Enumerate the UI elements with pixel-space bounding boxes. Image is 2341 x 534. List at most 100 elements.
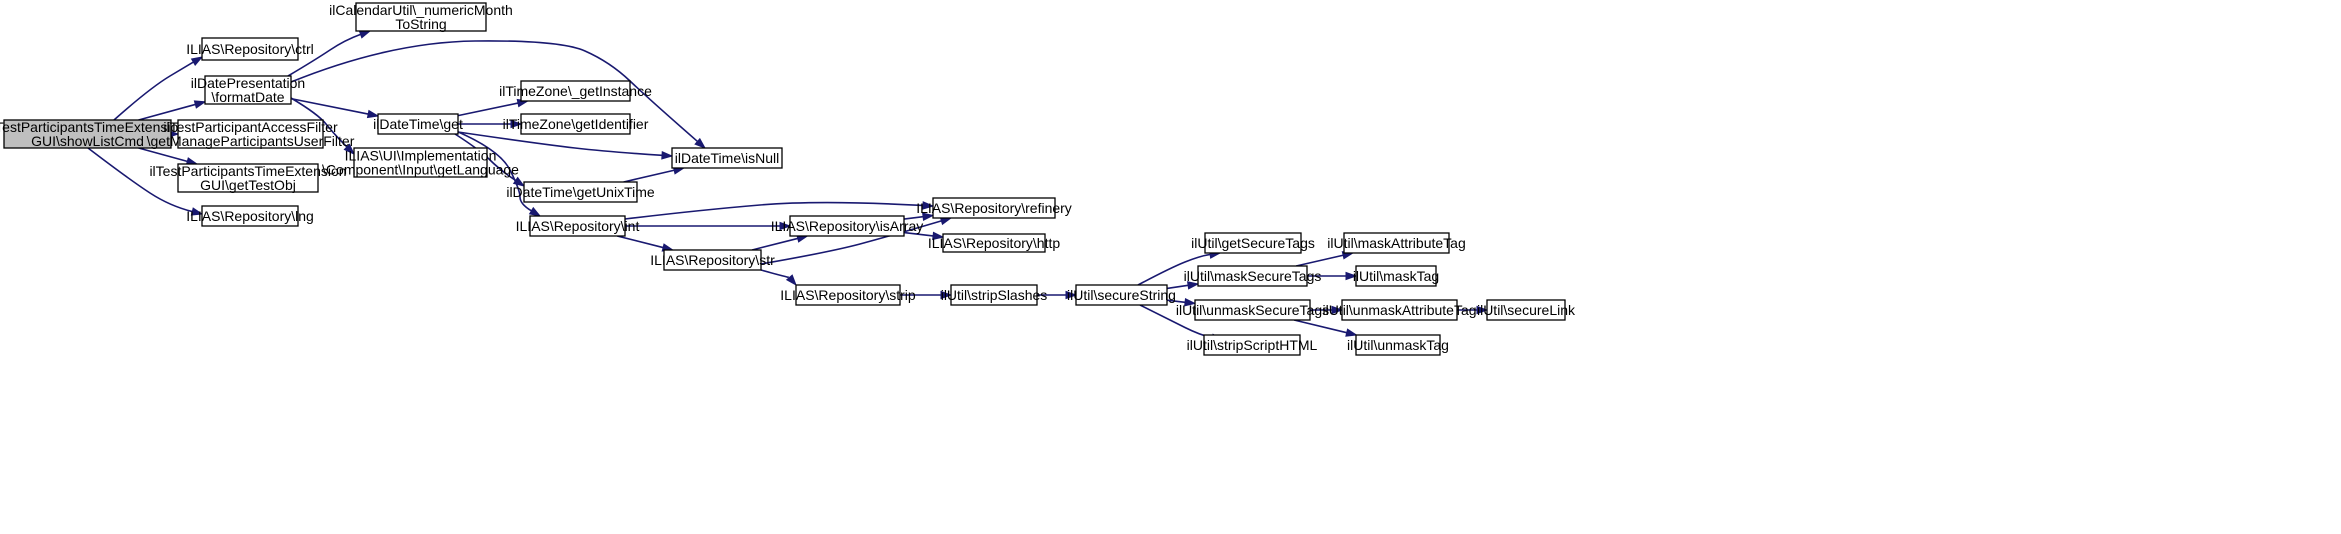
node-root[interactable]: ilTestParticipantsTimeExtensionGUI\showL… — [0, 119, 186, 149]
node-box — [1355, 265, 1437, 287]
node-box — [377, 113, 459, 135]
node-tzIdentifier[interactable]: ilTimeZone\getIdentifier — [503, 113, 649, 135]
node-label: GUI\showListCmd — [31, 133, 144, 149]
node-accessFilter[interactable]: ilTestParticipantAccessFilter\getManageP… — [147, 119, 355, 149]
edge-arrowhead — [1345, 328, 1358, 337]
node-stripScriptHTML[interactable]: ilUtil\stripScriptHTML — [1187, 334, 1318, 356]
node-strip[interactable]: ILIAS\Repository\strip — [780, 284, 916, 306]
edge-formatDate-to-dtGet — [290, 97, 380, 119]
edge-arrowhead — [1065, 290, 1078, 300]
node-label: ilTestParticipantAccessFilter — [163, 119, 338, 135]
edge-maskSecureTags-to-maskTag — [1307, 271, 1358, 281]
node-label: ILIAS\Repository\isArray — [771, 218, 924, 234]
edge-unmaskSecureTags-to-unmaskAttributeTag — [1310, 305, 1344, 315]
node-tzInstance[interactable]: ilTimeZone\_getInstance — [499, 80, 652, 102]
node-label: ilTestParticipantsTimeExtension — [149, 163, 346, 179]
node-getLanguage[interactable]: ILIAS\UI\Implementation\Component\Input\… — [322, 147, 519, 178]
edge-line — [903, 215, 924, 220]
edge-repoStr-to-strip — [760, 269, 797, 287]
node-isArray[interactable]: ILIAS\Repository\isArray — [771, 215, 924, 237]
edge-arrowhead — [193, 100, 207, 109]
edge-maskSecureTags-to-maskAttributeTag — [1295, 251, 1355, 267]
node-ctrl[interactable]: ILIAS\Repository\ctrl — [186, 37, 314, 61]
node-unmaskSecureTags[interactable]: ilUtil\unmaskSecureTags — [1176, 299, 1329, 321]
node-box — [795, 284, 901, 306]
node-box — [204, 75, 292, 105]
node-label: ILIAS\Repository\str — [650, 252, 775, 268]
node-box — [529, 215, 626, 237]
node-label: ILIAS\Repository\http — [928, 235, 1061, 251]
edge-arrowhead — [1345, 271, 1358, 281]
edge-arrowhead — [190, 56, 204, 67]
node-label: ilDateTime\get — [373, 116, 463, 132]
edge-arrowhead — [343, 143, 356, 156]
edge-repoInt-to-repoStr — [617, 235, 675, 252]
edge-line — [760, 220, 942, 265]
node-maskSecureTags[interactable]: ilUtil\maskSecureTags — [1184, 265, 1322, 287]
edge-dtGet-to-tzInstance — [457, 98, 530, 117]
edge-arrowhead — [922, 212, 935, 222]
node-unmaskTag[interactable]: ilUtil\unmaskTag — [1347, 334, 1449, 356]
node-formatDate[interactable]: ilDatePresentation\formatDate — [191, 75, 305, 105]
node-getSecureTags[interactable]: ilUtil\getSecureTags — [1191, 232, 1315, 254]
edge-line — [138, 147, 188, 163]
edge-dtGet-to-tzIdentifier — [458, 119, 523, 129]
node-box — [1194, 299, 1311, 321]
edge-line — [623, 169, 675, 183]
node-label: ilUtil\unmaskAttributeTag — [1322, 302, 1476, 318]
node-unixTime[interactable]: ilDateTime\getUnixTime — [506, 181, 655, 203]
node-refinery[interactable]: ILIAS\Repository\refinery — [916, 197, 1072, 219]
node-repoInt[interactable]: ILIAS\Repository\int — [516, 215, 640, 237]
node-box — [177, 119, 324, 149]
node-label: ILIAS\UI\Implementation — [345, 148, 497, 164]
edge-root-to-lng — [87, 147, 204, 216]
edge-secureString-to-maskSecureTags — [1166, 281, 1200, 290]
node-label: ILIAS\Repository\lng — [186, 208, 314, 224]
edge-line — [751, 237, 798, 251]
node-label: ilUtil\maskTag — [1353, 268, 1439, 284]
node-label: ToString — [395, 16, 446, 32]
node-box — [353, 147, 488, 178]
node-getTestObj[interactable]: ilTestParticipantsTimeExtensionGUI\getTe… — [149, 163, 346, 193]
edge-root-to-getTestObj — [138, 147, 199, 166]
node-label: ILIAS\Repository\int — [516, 218, 640, 234]
node-box — [523, 181, 638, 203]
node-label: \Component\Input\getLanguage — [322, 162, 519, 178]
node-lng[interactable]: ILIAS\Repository\lng — [186, 205, 314, 227]
edge-secureString-to-unmaskSecureTags — [1166, 297, 1197, 307]
node-box — [1075, 284, 1168, 306]
node-isNull[interactable]: ilDateTime\isNull — [671, 147, 783, 169]
edge-unmaskSecureTags-to-unmaskTag — [1293, 319, 1358, 337]
node-label: \getManageParticipantsUserFilter — [147, 133, 355, 149]
edge-arrowhead — [366, 109, 380, 119]
edge-formatDate-to-isNull — [290, 40, 707, 149]
node-secureLink[interactable]: ilUtil\secureLink — [1477, 299, 1576, 321]
edge-arrowhead — [1476, 305, 1489, 315]
call-nodes: ilTestParticipantsTimeExtension GUI\showL… — [0, 2, 1576, 356]
node-label: ILIAS\Repository\strip — [780, 287, 916, 303]
node-repoStr[interactable]: ILIAS\Repository\str — [650, 249, 775, 271]
node-maskTag[interactable]: ilUtil\maskTag — [1353, 265, 1439, 287]
node-box — [1355, 334, 1441, 356]
node-stripSlashes[interactable]: ilUtil\stripSlashes — [941, 284, 1048, 306]
node-dtGet[interactable]: ilDateTime\get — [373, 113, 463, 135]
edge-line — [290, 40, 698, 143]
node-label: ilUtil\stripSlashes — [941, 287, 1048, 303]
edge-repoInt-to-refinery — [624, 201, 935, 220]
node-maskAttributeTag[interactable]: ilUtil\maskAttributeTag — [1327, 232, 1466, 254]
edge-line — [1293, 319, 1347, 334]
node-label: ilDateTime\getUnixTime — [506, 184, 655, 200]
node-secureString[interactable]: ilUtil\secureString — [1067, 284, 1176, 306]
edge-arrowhead — [922, 201, 935, 210]
edge-formatDate-to-getLanguage — [290, 97, 356, 156]
edge-unixTime-to-isNull — [623, 166, 686, 183]
node-label: ilUtil\unmaskTag — [1347, 337, 1449, 353]
node-box — [789, 215, 905, 237]
node-label: ilUtil\maskAttributeTag — [1327, 235, 1466, 251]
node-unmaskAttributeTag[interactable]: ilUtil\unmaskAttributeTag — [1322, 299, 1477, 321]
node-http[interactable]: ILIAS\Repository\http — [928, 233, 1061, 253]
node-label: ilUtil\secureString — [1067, 287, 1176, 303]
node-label: \formatDate — [211, 89, 284, 105]
node-box — [520, 80, 631, 102]
